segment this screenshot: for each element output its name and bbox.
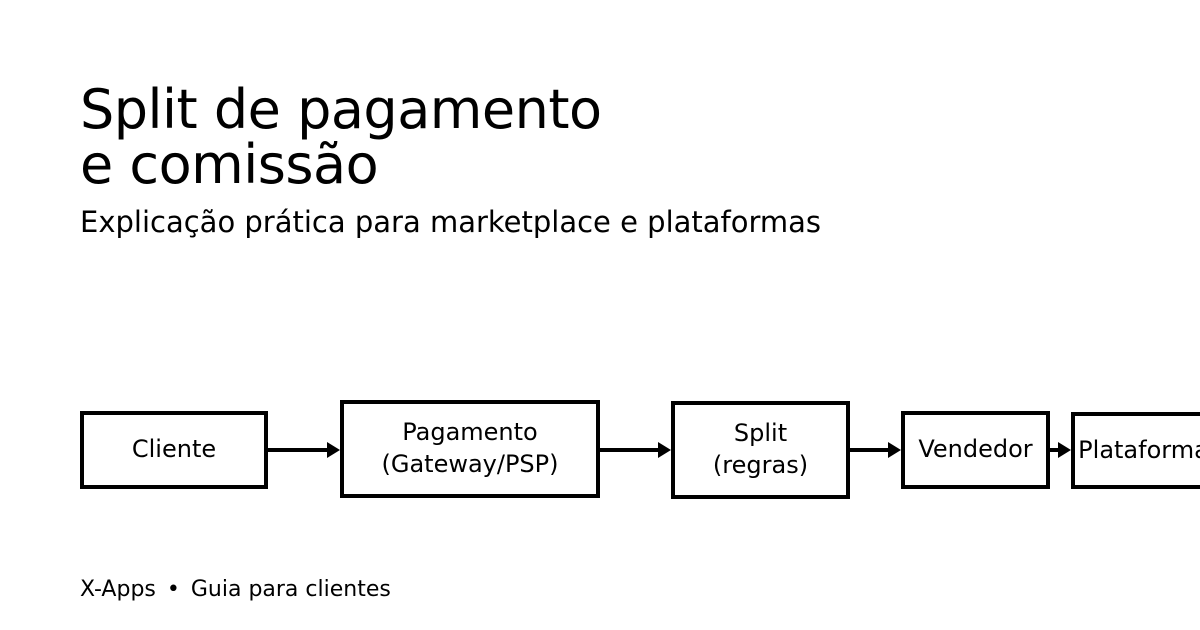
flow-node-plataforma: Plataforma [1071, 412, 1200, 489]
arrowhead-icon [658, 442, 671, 458]
page-subtitle: Explicação prática para marketplace e pl… [80, 205, 822, 239]
flow-node-vendedor: Vendedor [901, 411, 1050, 489]
flow-arrow [268, 442, 340, 458]
node-label: Split (regras) [712, 419, 809, 479]
title-line-2: e comissão [80, 133, 379, 196]
flow-arrow [850, 442, 901, 458]
arrow-line [1050, 448, 1062, 452]
flow-arrow [600, 442, 671, 458]
title-line-1: Split de pagamento [80, 78, 602, 141]
node-label: Plataforma [1078, 435, 1200, 464]
arrow-line [268, 448, 331, 452]
flow-node-cliente: Cliente [80, 411, 268, 489]
footer-brand: X-Apps [80, 577, 156, 602]
footer-separator: • [166, 577, 180, 602]
arrowhead-icon [1058, 442, 1071, 458]
node-label: Cliente [131, 435, 217, 464]
flow-node-split: Split (regras) [671, 401, 850, 499]
flow-node-pagamento: Pagamento (Gateway/PSP) [340, 400, 600, 498]
node-label: Pagamento (Gateway/PSP) [381, 418, 559, 478]
page-title: Split de pagamento e comissão [80, 82, 602, 192]
arrowhead-icon [888, 442, 901, 458]
arrow-line [850, 448, 892, 452]
arrowhead-icon [327, 442, 340, 458]
footer: X-Apps • Guia para clientes [80, 577, 391, 602]
node-label: Vendedor [918, 435, 1033, 464]
flow-arrow [1050, 442, 1071, 458]
arrow-line [600, 448, 662, 452]
footer-tagline: Guia para clientes [190, 577, 391, 602]
